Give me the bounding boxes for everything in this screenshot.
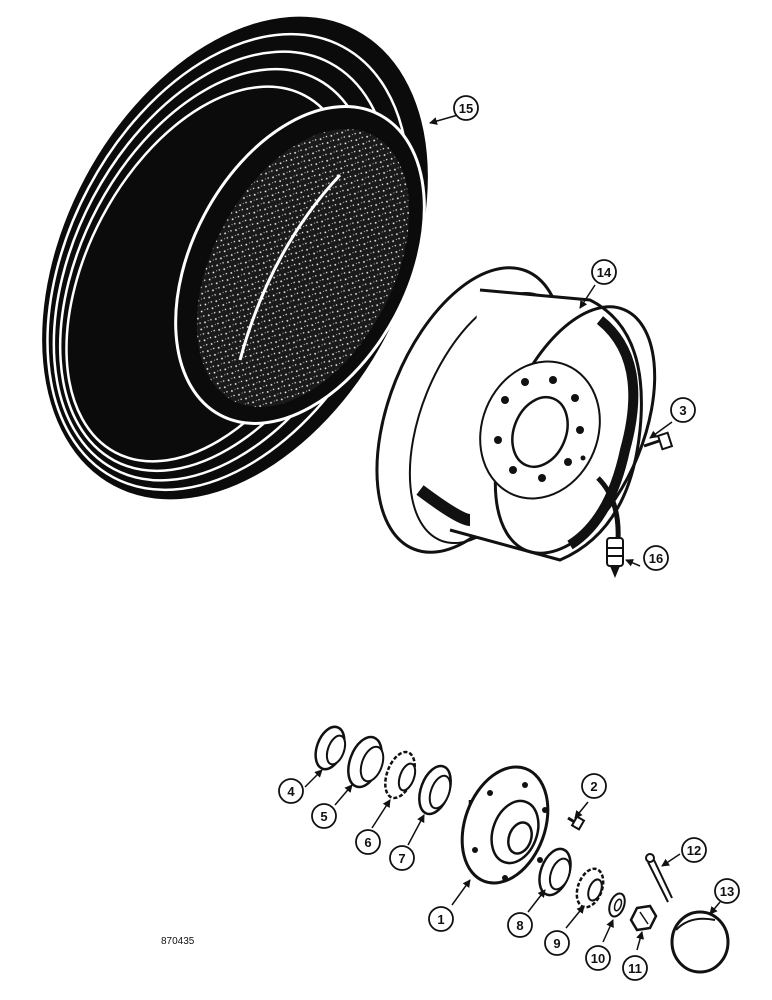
castle-nut-drawing <box>629 904 658 932</box>
callout-1: 1 <box>428 906 454 932</box>
svg-text:10: 10 <box>591 951 605 966</box>
svg-text:9: 9 <box>553 936 560 951</box>
figure-code: 870435 <box>161 936 195 947</box>
bearing-cup-outer-drawing <box>347 735 385 789</box>
svg-text:3: 3 <box>679 403 686 418</box>
seal-drawing <box>314 725 347 771</box>
tire-drawing <box>42 16 428 500</box>
callout-12: 12 <box>681 837 707 863</box>
callout-16: 16 <box>643 545 669 571</box>
callout-7: 7 <box>389 845 415 871</box>
callout-14: 14 <box>591 259 617 285</box>
callout-10: 10 <box>585 945 611 971</box>
callout-6: 6 <box>355 829 381 855</box>
bearing-cup-hub-drawing <box>538 847 572 897</box>
callout-8: 8 <box>507 912 533 938</box>
svg-text:1: 1 <box>437 912 444 927</box>
svg-text:6: 6 <box>364 835 371 850</box>
hub-drawing <box>460 765 550 885</box>
bolt-drawing <box>643 431 674 451</box>
bearing-cone-hub-drawing <box>575 867 605 909</box>
callout-5: 5 <box>311 803 337 829</box>
svg-text:12: 12 <box>687 843 701 858</box>
bearing-cup-inner-drawing <box>418 764 452 816</box>
callout-11: 11 <box>622 955 648 981</box>
bearing-cone-outer-drawing <box>384 750 417 800</box>
grease-fitting-drawing <box>567 815 586 831</box>
svg-text:11: 11 <box>628 961 642 976</box>
hub-cap-drawing <box>670 910 730 974</box>
callout-15: 15 <box>453 95 479 121</box>
callout-9: 9 <box>544 930 570 956</box>
svg-text:14: 14 <box>597 265 612 280</box>
cotter-pin-drawing <box>645 853 673 903</box>
svg-text:2: 2 <box>590 779 597 794</box>
svg-text:4: 4 <box>287 784 295 799</box>
callout-4: 4 <box>278 778 304 804</box>
svg-text:5: 5 <box>320 809 327 824</box>
washer-drawing <box>608 892 626 918</box>
svg-text:16: 16 <box>649 551 663 566</box>
callout-13: 13 <box>714 878 740 904</box>
callout-2: 2 <box>581 773 607 799</box>
svg-text:15: 15 <box>459 101 473 116</box>
callout-leaders <box>304 114 721 951</box>
valve-stem-drawing <box>596 476 624 578</box>
svg-text:8: 8 <box>516 918 523 933</box>
svg-text:13: 13 <box>720 884 734 899</box>
svg-text:7: 7 <box>398 851 405 866</box>
callout-3: 3 <box>670 397 696 423</box>
wheel-rim-drawing <box>375 266 657 562</box>
